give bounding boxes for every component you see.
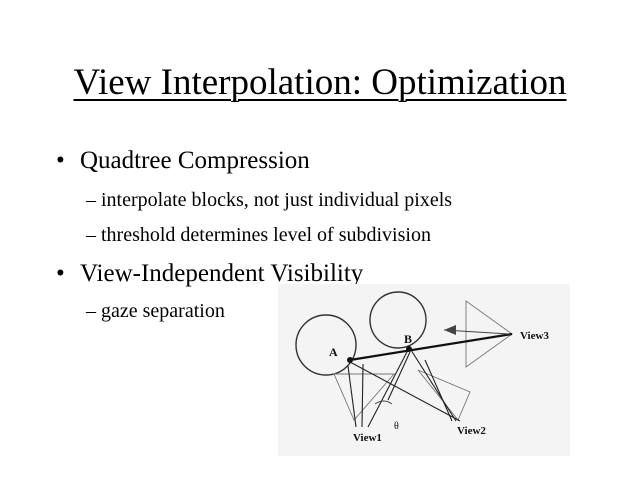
theta-arc [374, 400, 393, 405]
label-theta: θ [394, 421, 399, 432]
ray-view2-extra [424, 359, 453, 422]
arrow-view3-head [444, 325, 456, 335]
point-a [347, 357, 353, 363]
view1-frustum [333, 373, 395, 421]
ray-view2-to-b [410, 349, 457, 422]
ray-view1-to-a [347, 365, 357, 428]
ray-view1-to-b [367, 349, 409, 428]
bullet-text: Quadtree Compression [80, 147, 310, 174]
circle-b [369, 291, 427, 349]
ray-view2-to-a [349, 361, 461, 422]
bullet-quadtree-compression: • Quadtree Compression [56, 146, 310, 176]
circle-a [295, 314, 357, 376]
label-view3: View3 [520, 330, 549, 342]
label-a: A [329, 345, 338, 359]
ray-inner [387, 351, 411, 401]
ray-view1-a-2 [361, 363, 364, 428]
slide-title-text: View Interpolation: Optimization [73, 62, 567, 103]
gaze-separation-diagram: A B View3 View1 View2 θ [278, 284, 570, 456]
line-a-to-view3 [349, 332, 513, 362]
bullet-marker: • [56, 147, 65, 174]
label-view1: View1 [353, 432, 382, 444]
sub-bullet-interpolate-blocks: – interpolate blocks, not just individua… [86, 189, 453, 211]
sub-bullet-threshold: – threshold determines level of subdivis… [86, 224, 431, 246]
slide-title: View Interpolation: Optimization [0, 62, 640, 104]
point-b [406, 346, 412, 352]
sub-bullet-gaze-separation: – gaze separation [86, 300, 225, 322]
label-b: B [404, 332, 412, 346]
bullet-text: View-Independent Visibility [80, 260, 364, 287]
view3-frustum [465, 300, 513, 368]
label-view2: View2 [457, 425, 486, 437]
view2-frustum [417, 369, 471, 421]
bullet-marker: • [56, 260, 65, 287]
bullet-view-independent-visibility: • View-Independent Visibility [56, 259, 363, 289]
